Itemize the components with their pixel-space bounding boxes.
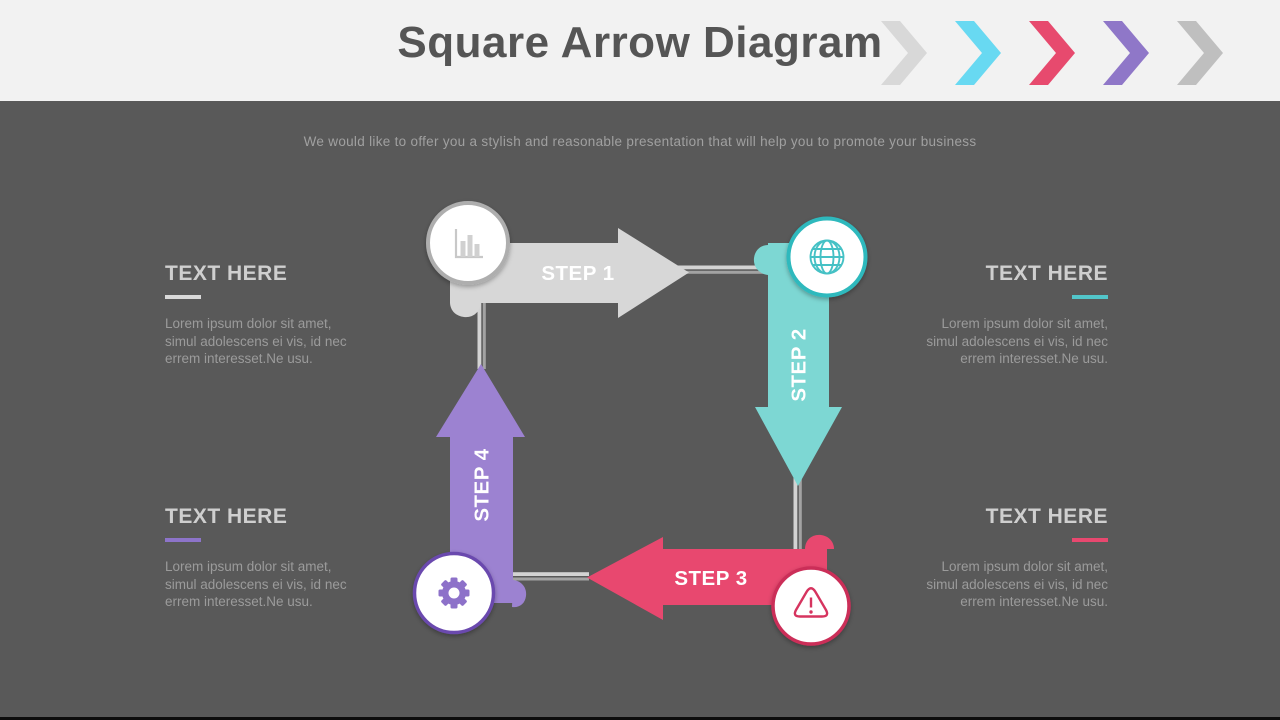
chevron-icon <box>1029 21 1075 85</box>
connector-track-left <box>477 297 486 369</box>
connector-track-right <box>793 473 802 551</box>
text-block-bottom-right: TEXT HERE Lorem ipsum dolor sit amet, si… <box>878 505 1108 611</box>
bar-chart-icon <box>454 229 483 259</box>
step4-arrow: STEP 4 <box>436 364 527 608</box>
text-block-body: Lorem ipsum dolor sit amet, simul adoles… <box>926 559 1108 609</box>
ribbon-fold <box>450 303 481 318</box>
slide-subtitle: We would like to offer you a stylish and… <box>303 134 977 149</box>
bottom-edge-bar <box>0 717 1280 720</box>
page-title: Square Arrow Diagram <box>397 18 883 67</box>
text-block-title: TEXT HERE <box>985 262 1108 285</box>
chevron-icon <box>1177 21 1223 85</box>
text-block-body: Lorem ipsum dolor sit amet, simul adoles… <box>926 316 1108 366</box>
chevron-icon <box>955 21 1001 85</box>
step3-arrow: STEP 3 <box>587 534 834 620</box>
text-block-top-right: TEXT HERE Lorem ipsum dolor sit amet, si… <box>878 262 1108 368</box>
title-underline <box>1072 538 1108 542</box>
title-underline <box>165 538 201 542</box>
text-block-title: TEXT HERE <box>165 262 288 285</box>
text-block-title: TEXT HERE <box>165 505 288 528</box>
chevron-icon <box>1103 21 1149 85</box>
title-underline <box>165 295 201 299</box>
warning-icon <box>793 587 829 618</box>
step4-label: STEP 4 <box>471 448 494 521</box>
ribbon-fold <box>805 534 834 549</box>
text-block-title: TEXT HERE <box>985 505 1108 528</box>
title-underline <box>1072 295 1108 299</box>
chevron-icon <box>881 21 927 85</box>
text-block-body: Lorem ipsum dolor sit amet, simul adoles… <box>165 316 347 366</box>
ribbon-fold <box>512 580 527 608</box>
text-block-body: Lorem ipsum dolor sit amet, simul adoles… <box>165 559 347 609</box>
step1-arrow: STEP 1 <box>450 228 689 318</box>
step2-arrow: STEP 2 <box>753 243 842 486</box>
step2-label: STEP 2 <box>788 328 811 401</box>
step1-label: STEP 1 <box>541 262 614 285</box>
gear-icon <box>438 577 470 609</box>
connector-track-bottom <box>511 572 589 581</box>
connector-track-top <box>675 265 769 274</box>
ribbon-fold <box>753 245 768 275</box>
text-block-top-left: TEXT HERE Lorem ipsum dolor sit amet, si… <box>165 262 395 368</box>
step3-label: STEP 3 <box>674 567 747 590</box>
square-arrow-diagram: STEP 1 STEP 2 STEP 3 STEP 4 <box>412 201 868 646</box>
header-chevrons <box>881 21 1223 85</box>
globe-icon <box>809 239 845 275</box>
text-block-bottom-left: TEXT HERE Lorem ipsum dolor sit amet, si… <box>165 505 395 611</box>
header-band: Square Arrow Diagram <box>0 0 1280 101</box>
